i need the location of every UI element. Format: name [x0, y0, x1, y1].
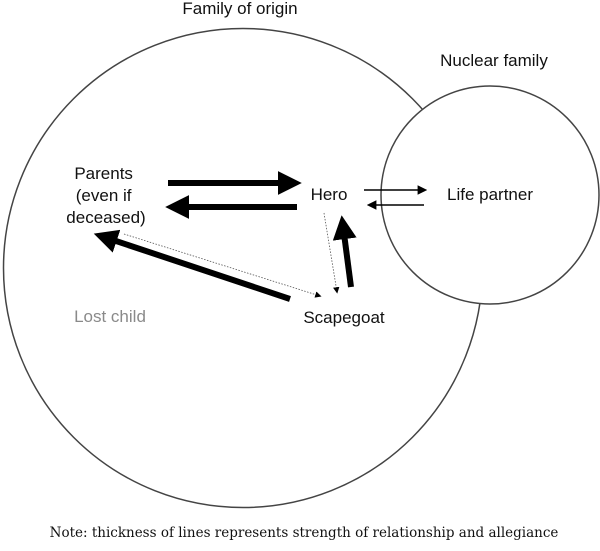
arrow-hero-to-scapegoat	[323, 212, 340, 294]
life-partner-label: Life partner	[447, 185, 533, 204]
parents-label-line-1: Parents	[74, 164, 133, 183]
arrow-parents-to-scapegoat	[123, 233, 322, 298]
parents-label-line-3: deceased)	[66, 208, 145, 227]
parents-label-line-2: (even if	[76, 186, 132, 205]
lost-child-label: Lost child	[74, 307, 146, 326]
nuclear-family-circle	[380, 85, 600, 305]
family-of-origin-label: Family of origin	[182, 0, 297, 18]
nuclear-family-label: Nuclear family	[440, 51, 548, 70]
arrow-scapegoat-to-hero	[332, 215, 357, 288]
parents-label: Parents (even if deceased)	[66, 164, 145, 227]
hero-label: Hero	[311, 185, 348, 204]
scapegoat-label: Scapegoat	[303, 308, 385, 327]
arrow-scapegoat-to-parents	[93, 229, 291, 302]
legend-note: Note: thickness of lines represents stre…	[50, 525, 559, 541]
